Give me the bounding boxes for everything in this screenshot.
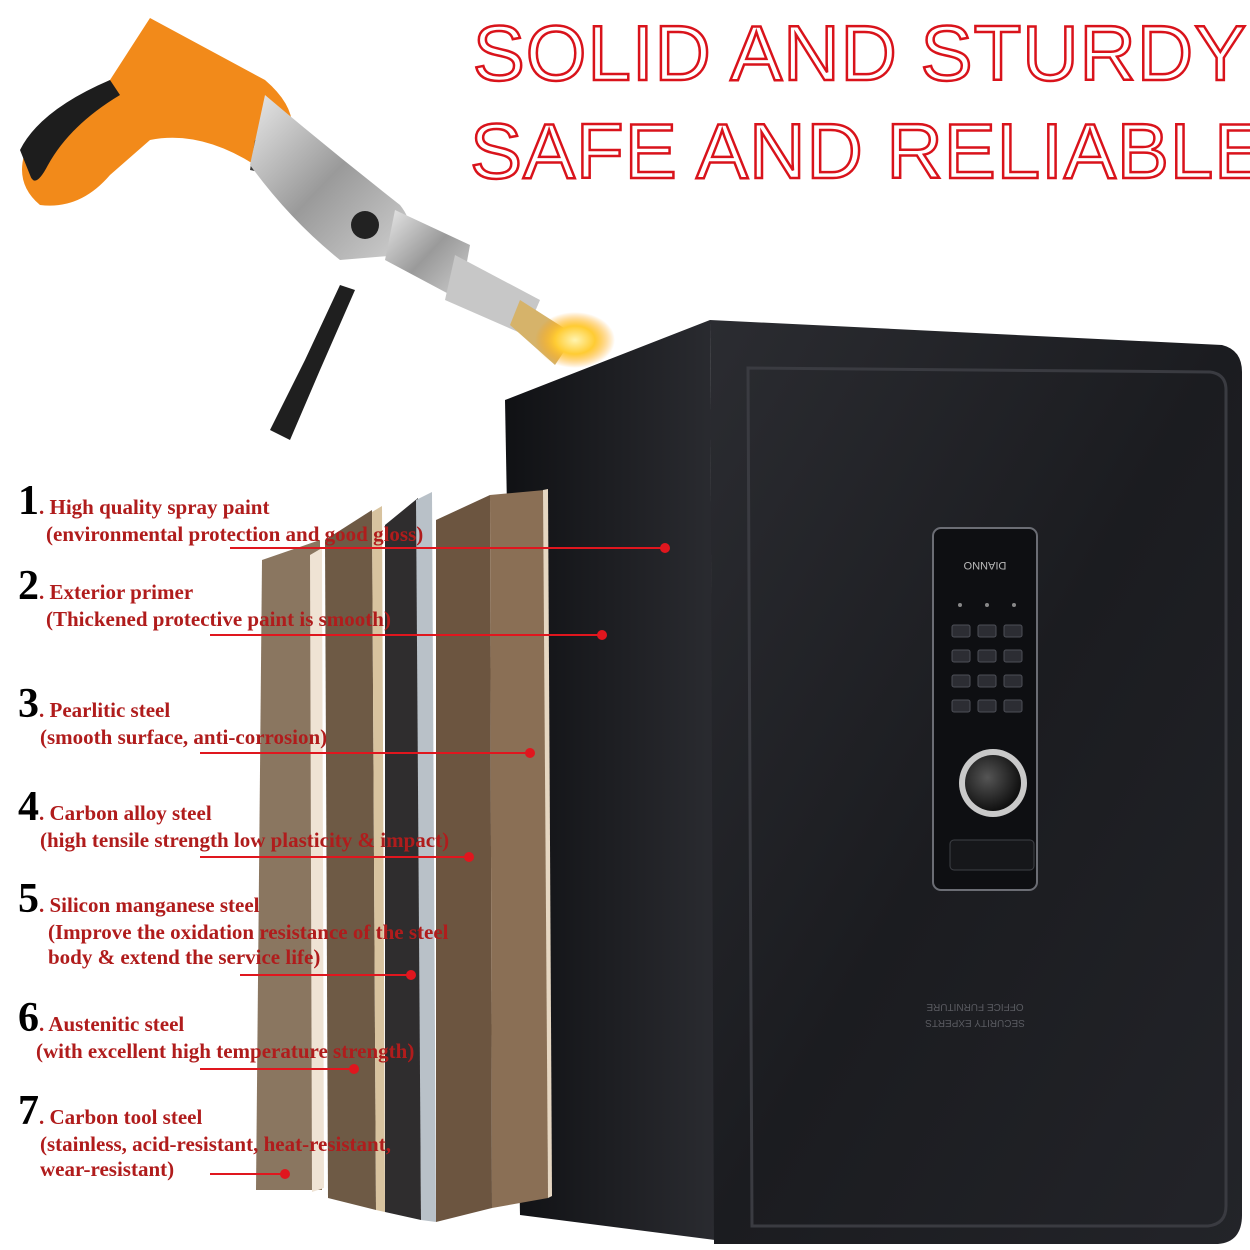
layer-item-6: 6. Austenitic steel (with excellent high… <box>18 997 414 1064</box>
layer-item-1: 1. High quality spray paint (environment… <box>18 480 423 547</box>
layer-number: 2 <box>18 563 39 609</box>
layer-description: (Improve the oxidation resistance of the… <box>48 920 449 944</box>
layer-number: 3 <box>18 681 39 727</box>
leader-dot-2 <box>597 630 607 640</box>
headline-line-1: SOLID AND STURDY <box>472 9 1248 97</box>
layer-title: . Carbon alloy steel <box>39 801 212 825</box>
layer-item-7: 7. Carbon tool steel (stainless, acid-re… <box>18 1090 391 1182</box>
layer-title: . Pearlitic steel <box>39 698 171 722</box>
leader-dot-1 <box>660 543 670 553</box>
layer-title: . Carbon tool steel <box>39 1105 203 1129</box>
safe-illustration <box>505 320 1242 1244</box>
leader-line-7 <box>210 1173 285 1175</box>
layer-description: (Thickened protective paint is smooth) <box>46 607 391 631</box>
layer-description: (stainless, acid-resistant, heat-resista… <box>40 1132 391 1156</box>
layer-number: 1 <box>18 478 39 524</box>
leader-line-2 <box>210 634 602 636</box>
headline-line-2: SAFE AND RELIABLE <box>469 107 1250 195</box>
layer-description: wear-resistant) <box>40 1157 175 1181</box>
layer-description: (with excellent high temperature strengt… <box>36 1039 415 1063</box>
safe-plate-line-1: OFFICE FURNITURE <box>926 1001 1024 1012</box>
leader-line-3 <box>200 752 530 754</box>
leader-line-5 <box>240 974 410 976</box>
steel-layer-panels <box>256 489 552 1222</box>
layer-description: (high tensile strength low plasticity & … <box>40 828 450 852</box>
drill-icon <box>20 18 615 440</box>
layer-item-3: 3. Pearlitic steel (smooth surface, anti… <box>18 683 327 750</box>
safe-plate-line-2: SECURITY EXPERTS <box>925 1017 1025 1028</box>
leader-line-1 <box>230 547 665 549</box>
layer-item-4: 4. Carbon alloy steel (high tensile stre… <box>18 786 449 853</box>
layer-description: (smooth surface, anti-corrosion) <box>40 725 328 749</box>
leader-dot-4 <box>464 852 474 862</box>
leader-dot-3 <box>525 748 535 758</box>
leader-dot-7 <box>280 1169 290 1179</box>
leader-dot-5 <box>406 970 416 980</box>
layer-item-2: 2. Exterior primer (Thickened protective… <box>18 565 391 632</box>
leader-line-6 <box>200 1068 355 1070</box>
safe-brand-text: DIANNO <box>963 559 1006 571</box>
layer-number: 5 <box>18 876 39 922</box>
layer-title: . Silicon manganese steel <box>39 893 260 917</box>
layer-description: body & extend the service life) <box>48 945 321 969</box>
layer-description: (environmental protection and good gloss… <box>46 522 424 546</box>
layer-number: 7 <box>18 1088 39 1134</box>
layer-item-5: 5. Silicon manganese steel (Improve the … <box>18 878 449 970</box>
layer-title: . Austenitic steel <box>39 1012 185 1036</box>
layer-number: 6 <box>18 995 39 1041</box>
leader-dot-6 <box>349 1064 359 1074</box>
layer-number: 4 <box>18 784 39 830</box>
layer-title: . High quality spray paint <box>39 495 270 519</box>
leader-line-4 <box>200 856 470 858</box>
layer-title: . Exterior primer <box>39 580 194 604</box>
